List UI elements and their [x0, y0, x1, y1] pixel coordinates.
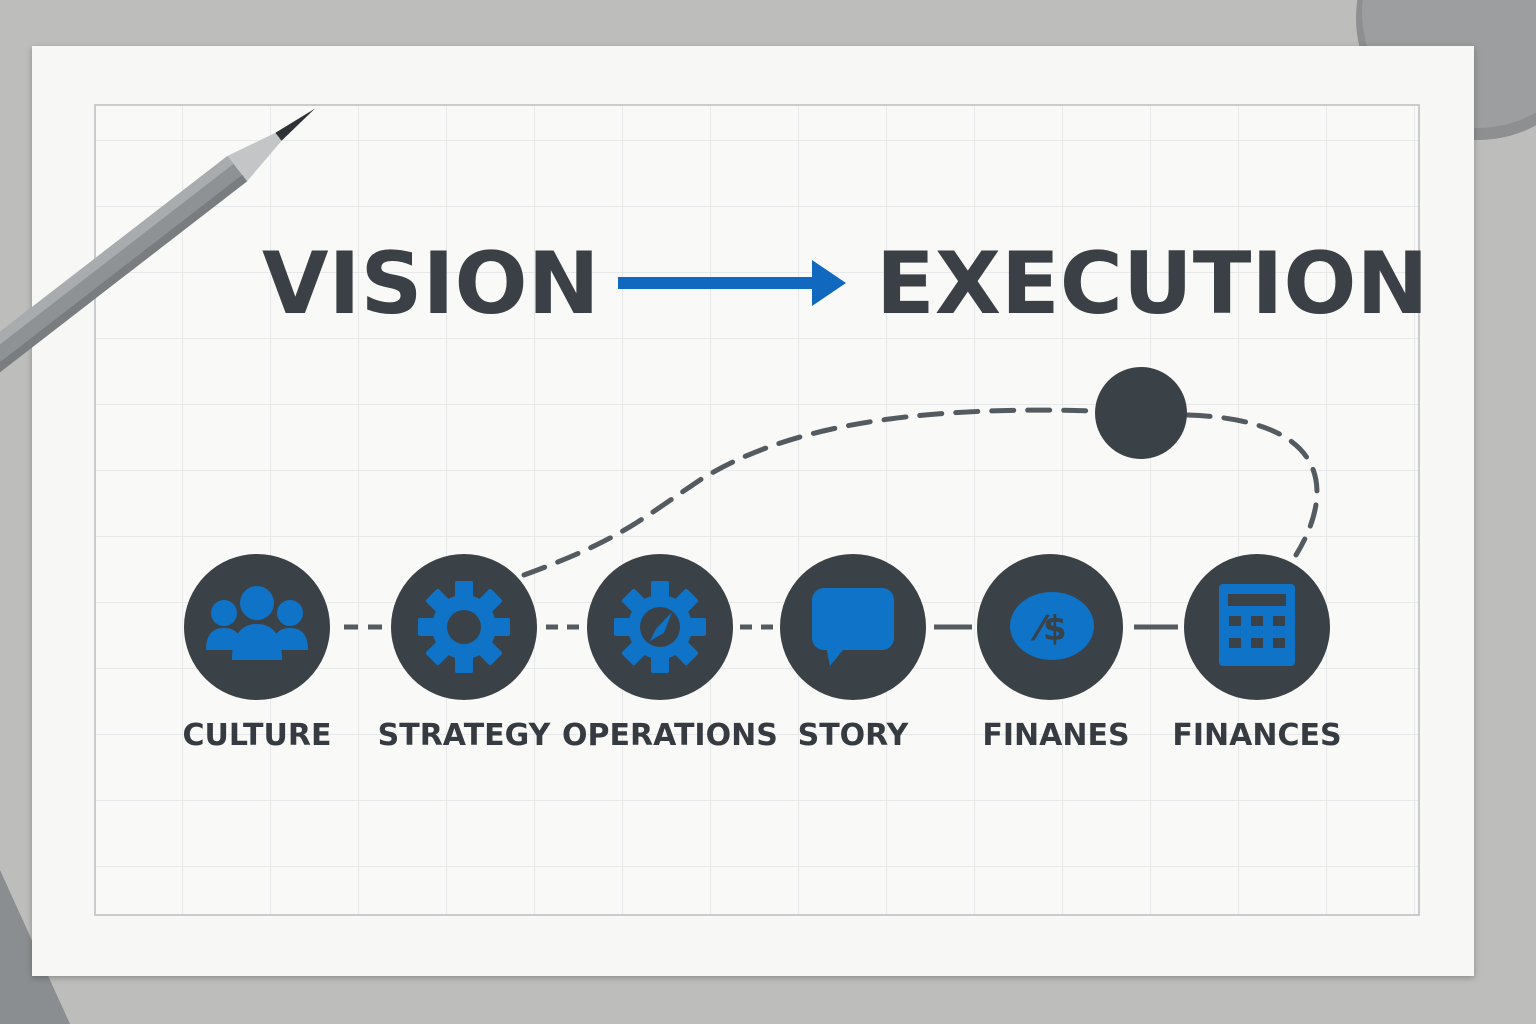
dashed-route-return [1185, 412, 1320, 558]
node-finances [1184, 554, 1330, 700]
node-culture [184, 554, 330, 700]
pencil-body [0, 155, 248, 384]
arrow-shaft [618, 277, 818, 289]
pencil-body-highlight [0, 155, 234, 366]
grid-frame [94, 104, 1420, 916]
arrow-head [812, 260, 846, 306]
label-finances: FINANCES [1172, 718, 1342, 753]
vision-heading: VISION [262, 234, 600, 334]
svg-text:⁄$: ⁄$ [1030, 609, 1066, 649]
pencil-lead [275, 108, 315, 141]
pencil-body-shade [0, 174, 248, 384]
node-finanes: ⁄$ [977, 554, 1123, 700]
label-operations: OPERATIONS [562, 718, 778, 753]
dashed-route [521, 407, 1098, 578]
people-icon [206, 586, 308, 660]
node-story [780, 554, 926, 700]
node-strategy [391, 554, 537, 700]
execution-heading: EXECUTION [876, 234, 1429, 334]
label-culture: CULTURE [182, 718, 332, 753]
currency-icon: ⁄$ [1010, 592, 1094, 660]
calculator-icon [1219, 584, 1295, 666]
label-strategy: STRATEGY [377, 718, 551, 753]
node-operations [587, 554, 733, 700]
label-story: STORY [797, 718, 909, 753]
speech-bubble-icon [812, 588, 894, 666]
label-finanes: FINANES [982, 718, 1130, 753]
gear-icon [418, 581, 510, 673]
gear-compass-icon [614, 581, 706, 673]
milestone-node [1095, 367, 1187, 459]
